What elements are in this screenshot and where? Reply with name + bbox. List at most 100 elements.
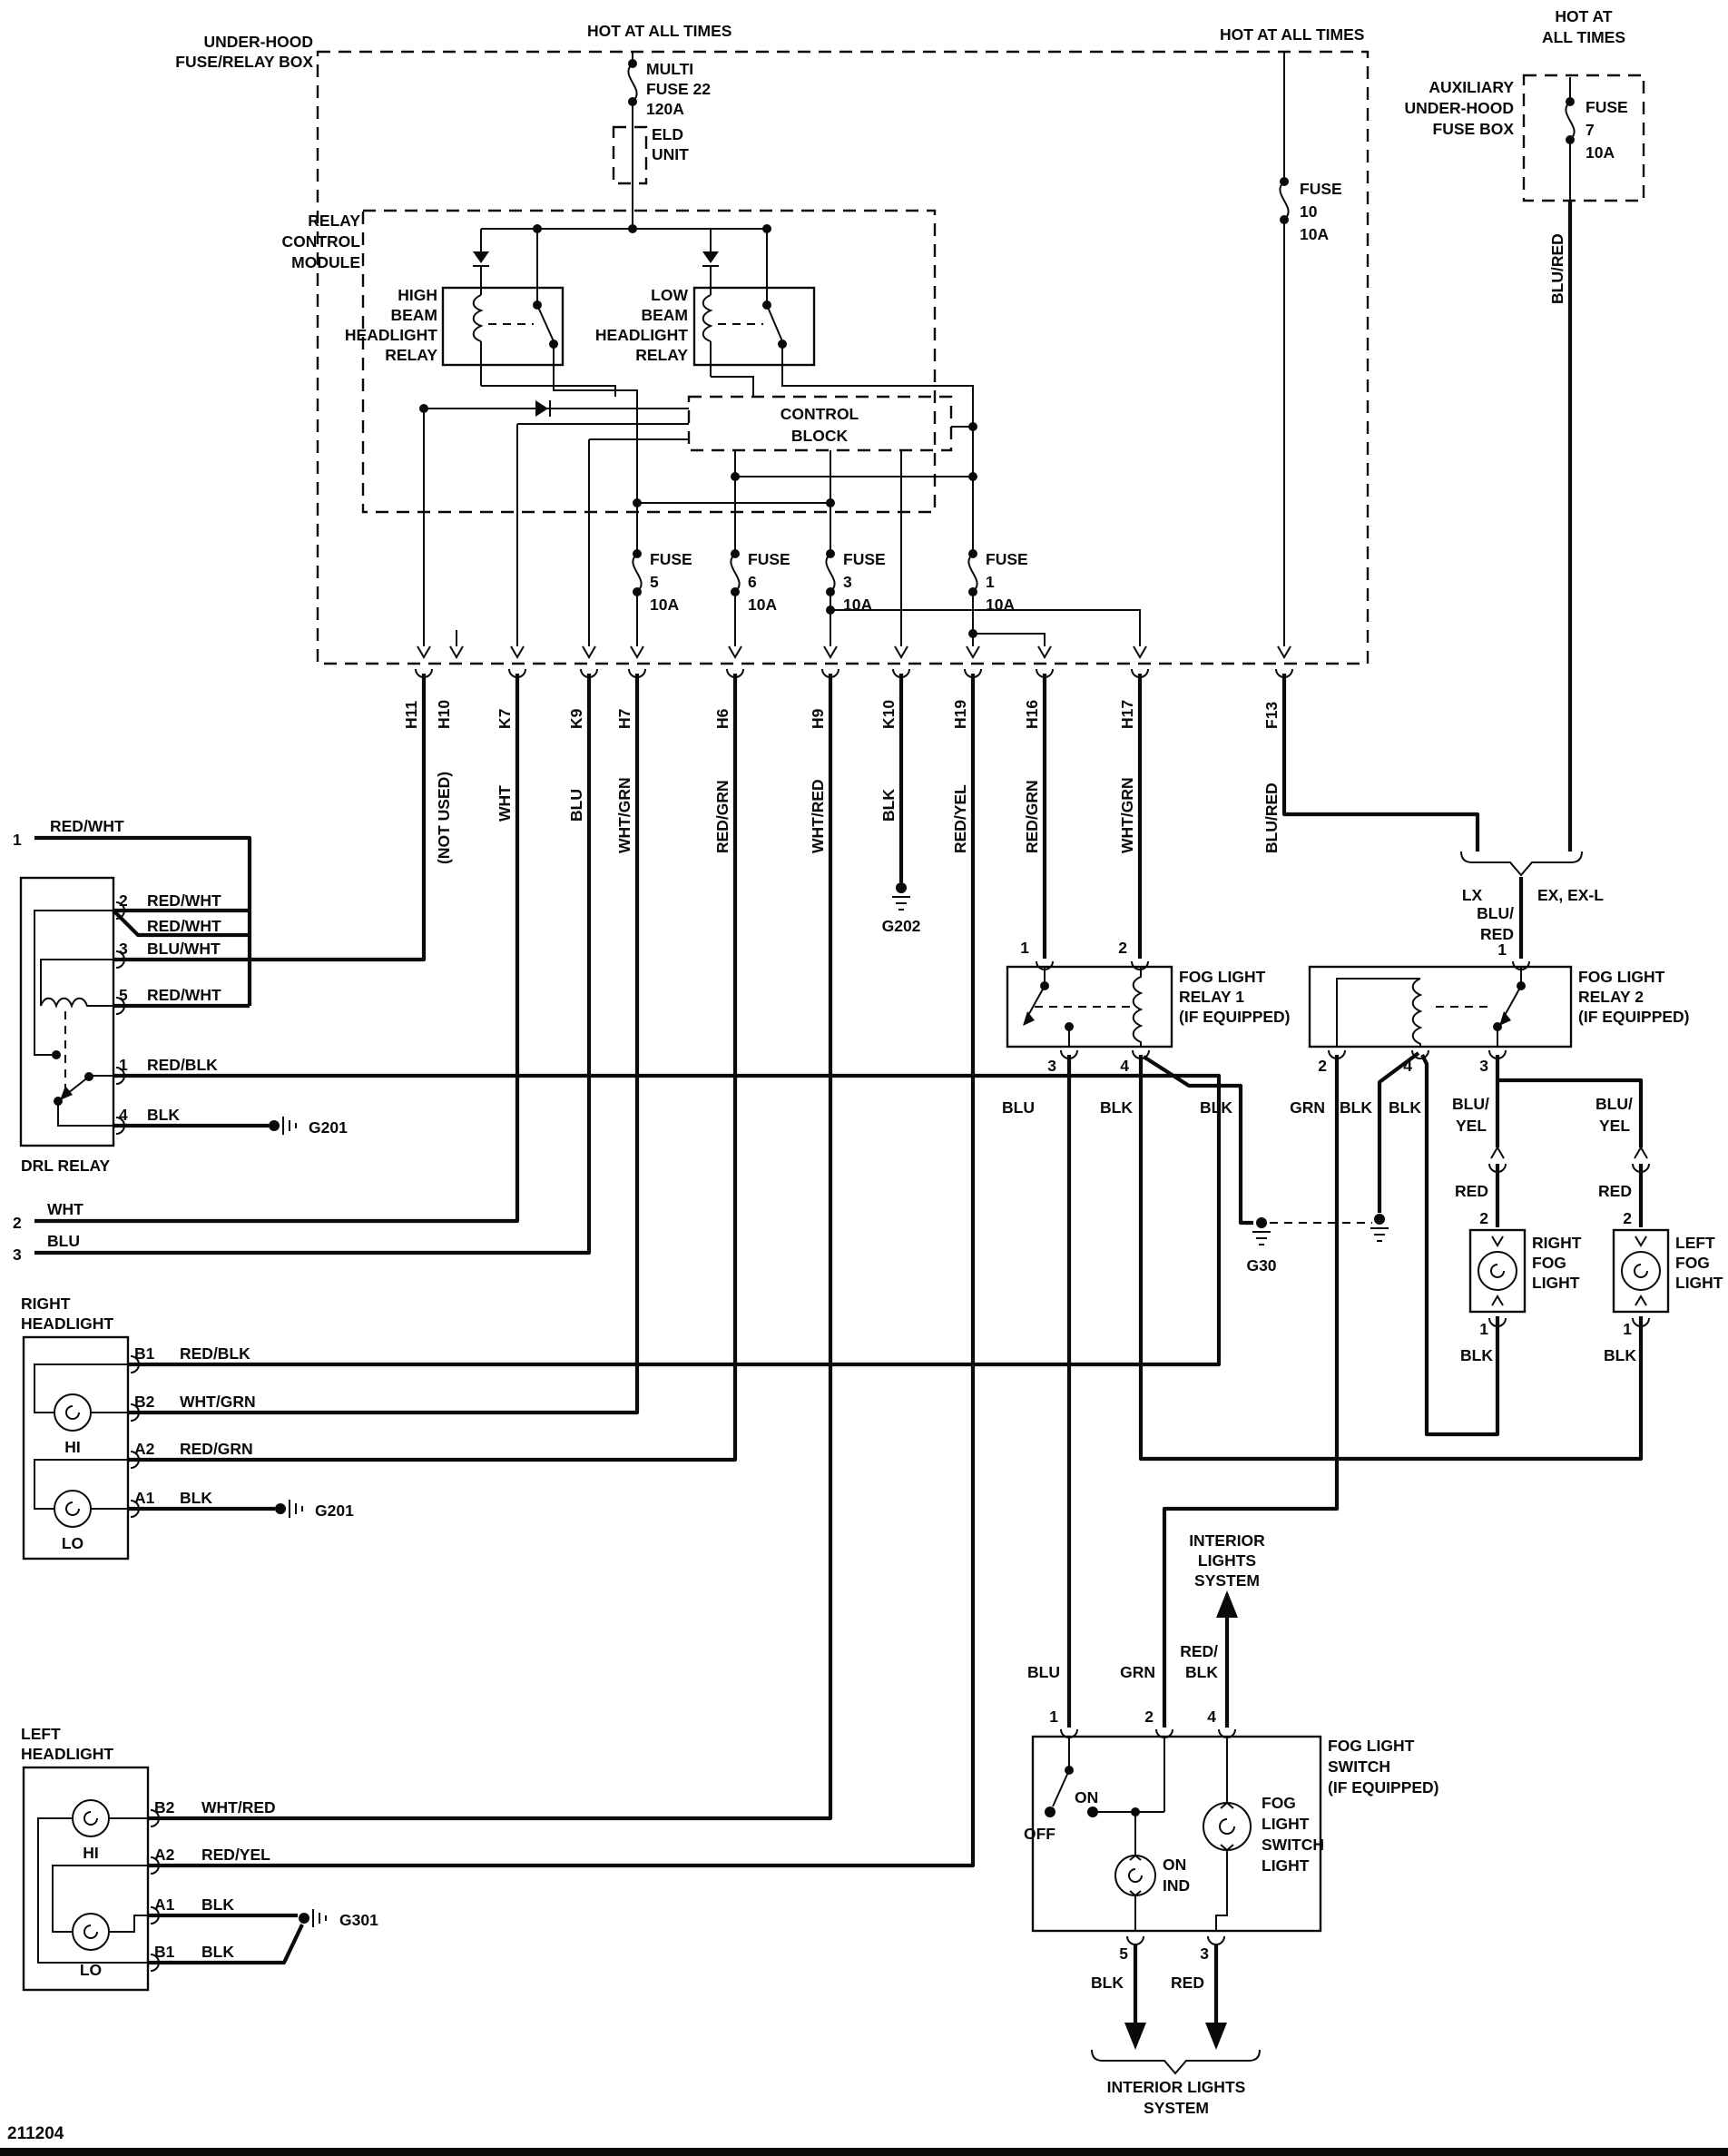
rh-lo-label: LO [62, 1534, 83, 1552]
brace-icon [1460, 851, 1583, 877]
drl-pin4: 4 [119, 1106, 128, 1124]
switch-arm-arrow-icon [1499, 1011, 1511, 1026]
fuse5-number: 5 [650, 573, 659, 591]
rh-b2-color: WHT/GRN [180, 1393, 256, 1411]
drl-relay: DRL RELAY 1 RED/WHT 2 RED/WHT RED/WHT 3 … [13, 817, 1222, 1367]
drl-wire3: BLU/WHT [147, 940, 221, 958]
fuse-row: FUSE 5 10A FUSE 6 10A FUSE 3 10A [632, 549, 1141, 646]
switch-wire-blu: BLU [1027, 1663, 1060, 1681]
switch-onind-1: ON [1163, 1856, 1186, 1874]
module-label-2: CONTROL [281, 232, 360, 251]
feed-pin2: 2 [13, 1214, 22, 1232]
inline-connector-icon [1488, 1146, 1507, 1173]
drl-wire2a: RED/WHT [147, 891, 221, 910]
switch-pin3: 3 [1200, 1944, 1209, 1963]
ground-g201-rh: G201 [275, 1500, 354, 1520]
eld-unit: ELD UNIT [612, 125, 689, 185]
left-headlight-title-2: HEADLIGHT [21, 1745, 113, 1763]
underhood-fuse-relay-box: UNDER-HOOD FUSE/RELAY BOX [175, 33, 1370, 665]
rh-b2: B2 [134, 1393, 155, 1411]
underhood-label-1: UNDER-HOOD [203, 33, 313, 51]
lh-hi-label: HI [83, 1844, 99, 1862]
trim-ex: EX, EX-L [1537, 886, 1604, 904]
connector-h9: H9 [809, 708, 827, 729]
connector-h7: H7 [615, 709, 633, 729]
fog-light-switch: BLU GRN RED/ BLK 1 2 4 FOG LIGHT SWITCH … [1024, 1642, 1439, 2050]
ground-g30-label: G30 [1246, 1256, 1276, 1275]
underhood-label-2: FUSE/RELAY BOX [175, 53, 313, 71]
module-label-1: RELAY [308, 212, 360, 230]
fuse5-label: FUSE [650, 550, 692, 568]
rh-a1-color: BLK [180, 1489, 212, 1507]
connector-h19: H19 [951, 700, 969, 729]
drl-wire4: BLK [147, 1106, 180, 1124]
fuse-5: FUSE 5 10A [632, 549, 692, 646]
module-internals: HIGH BEAM HEADLIGHT RELAY LOW BEAM HEADL… [345, 224, 977, 646]
fuse5-amps: 10A [650, 596, 679, 614]
ground-g30: G30 [1246, 1214, 1389, 1275]
relay-control-module-box: RELAY CONTROL MODULE [281, 209, 937, 514]
wire-color-h9: WHT/RED [809, 779, 827, 853]
coil-icon [40, 997, 113, 1009]
relay2-title-2: RELAY 2 [1578, 988, 1644, 1006]
fog-right-pin2: 2 [1479, 1209, 1488, 1227]
fuse1-number: 1 [986, 573, 995, 591]
fuse-6: FUSE 6 10A [730, 549, 790, 646]
switch-light-label-1: FOG [1262, 1794, 1296, 1812]
fog-light-relay-2: FOG LIGHT RELAY 2 (IF EQUIPPED) 2 4 3 GR… [1290, 960, 1690, 1135]
connector-k7: K7 [496, 709, 514, 729]
main-wires [34, 201, 1573, 1868]
connector-h16: H16 [1023, 700, 1041, 729]
high-beam-relay-label-1: HIGH [398, 286, 437, 304]
bulb-icon-hi [72, 1799, 110, 1837]
right-fog-title-3: LIGHT [1532, 1274, 1580, 1292]
relay1-title-1: FOG LIGHT [1179, 968, 1266, 986]
left-fog-light: LEFT FOG LIGHT 1 BLK [1604, 1228, 1723, 1364]
bulb-icon-lo [72, 1913, 110, 1951]
connector-h6: H6 [713, 708, 731, 729]
interior-top-2: LIGHTS [1198, 1551, 1256, 1570]
fuse7-label-2: 7 [1586, 121, 1595, 139]
relay2-wire-blk-b: BLK [1389, 1098, 1421, 1117]
interior-bottom-2: SYSTEM [1144, 2099, 1209, 2117]
fuse-1: FUSE 1 10A [967, 549, 1028, 646]
wire-color-k7: WHT [496, 785, 514, 822]
relay2-wire-bluyel-r2: YEL [1599, 1117, 1630, 1135]
hot-at-all-times-right-1: HOT AT [1555, 7, 1612, 25]
switch-light-label-2: LIGHT [1262, 1815, 1310, 1833]
switch-off-label: OFF [1024, 1825, 1055, 1843]
ground-g301: G301 [299, 1909, 378, 1929]
lh-b1: B1 [154, 1943, 175, 1961]
low-beam-relay-label-1: LOW [651, 286, 688, 304]
brace-icon [1091, 2049, 1261, 2075]
hot-at-all-times-right-2: ALL TIMES [1542, 28, 1625, 46]
right-headlight-title-1: RIGHT [21, 1295, 71, 1313]
switch-wire-redblk-1: RED/ [1180, 1642, 1218, 1660]
lh-a2-color: RED/YEL [201, 1846, 270, 1864]
fuse6-label: FUSE [748, 550, 790, 568]
drl-feed-wires: 2 WHT 3 BLU [13, 1200, 83, 1264]
switch-onind-2: IND [1163, 1876, 1190, 1895]
bulb-icon [1478, 1251, 1517, 1291]
fuse3-label: FUSE [843, 550, 886, 568]
connector-h17: H17 [1118, 700, 1136, 729]
connector-k10: K10 [879, 700, 898, 729]
bulb-icon-lo [54, 1490, 92, 1528]
trim-wire-color-1: BLU/ [1477, 904, 1514, 922]
low-beam-relay-box [692, 286, 816, 367]
drl-pin3: 3 [119, 940, 128, 958]
right-fog-blk: BLK [1460, 1346, 1493, 1364]
right-headlight-title-2: HEADLIGHT [21, 1314, 113, 1333]
ground-g201-drl: G201 [269, 1117, 348, 1137]
fuse10-label-3: 10A [1300, 225, 1329, 243]
feed-pin3: 3 [13, 1245, 22, 1264]
coil-icon [472, 294, 484, 342]
fuse3-number: 3 [843, 573, 852, 591]
fuse10-label-2: 10 [1300, 202, 1318, 221]
connector-h11: H11 [402, 701, 420, 729]
fog-wires: RED RED 2 2 [1066, 1051, 1650, 1728]
lh-a1-color: BLK [201, 1895, 234, 1914]
switch-on-label: ON [1075, 1788, 1098, 1807]
fuse7-label-1: FUSE [1586, 98, 1628, 116]
